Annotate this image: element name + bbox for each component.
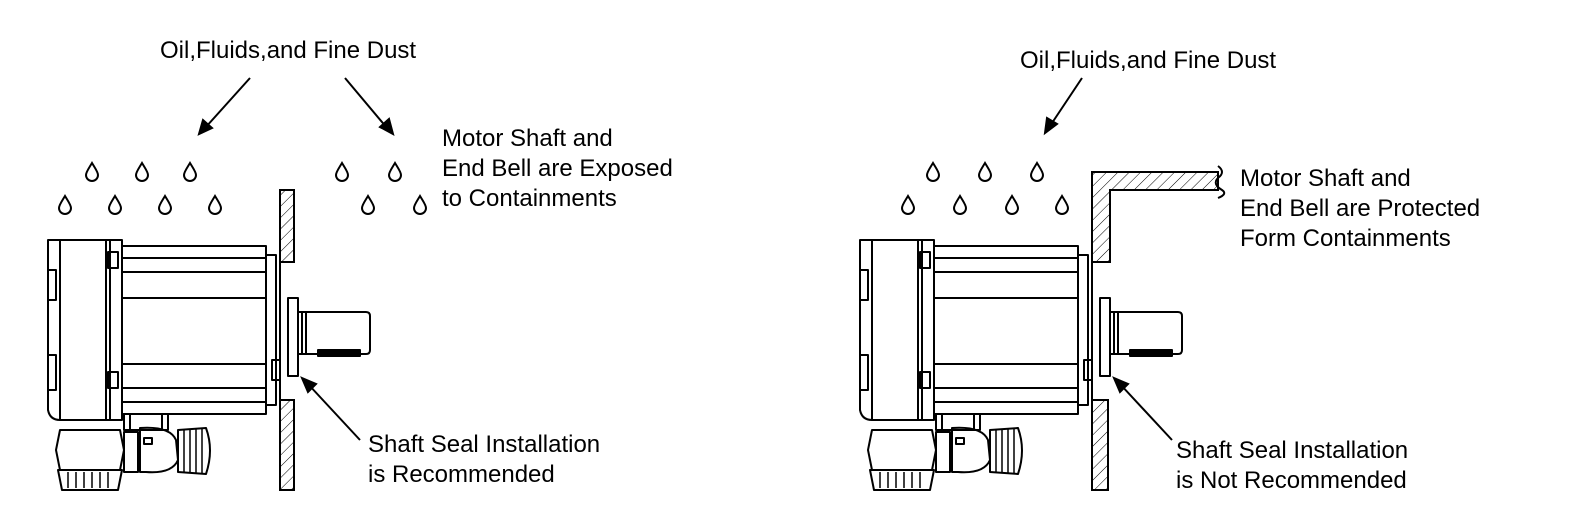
right-droplets [901, 162, 1069, 215]
left-seal-arrow [302, 378, 360, 440]
left-exposure-line-2: End Bell are Exposed [442, 155, 673, 182]
left-exposure-line-1: Motor Shaft and [442, 125, 613, 152]
right-motor [859, 239, 1183, 491]
right-seal-line-2: is Not Recommended [1176, 467, 1407, 494]
right-protective-cover [1092, 166, 1224, 490]
right-seal-arrow [1114, 378, 1172, 440]
left-exposure-line-3: to Containments [442, 185, 617, 212]
left-seal-line-1: Shaft Seal Installation [368, 431, 601, 458]
right-exposure-label: Motor Shaft and End Bell are Protected F… [1240, 164, 1480, 254]
left-motor [47, 239, 371, 491]
right-panel [859, 78, 1224, 491]
right-contaminant-label: Oil,Fluids,and Fine Dust [1020, 47, 1277, 74]
right-seal-label: Shaft Seal Installation is Not Recommend… [1176, 436, 1408, 496]
right-exposure-line-3: Form Containments [1240, 225, 1451, 252]
left-droplets [58, 162, 427, 215]
right-exposure-line-1: Motor Shaft and [1240, 165, 1411, 192]
left-seal-line-2: is Recommended [368, 461, 555, 488]
left-panel [47, 78, 427, 491]
left-seal-label: Shaft Seal Installation is Recommended [368, 430, 600, 490]
left-contaminant-label: Oil,Fluids,and Fine Dust [160, 37, 417, 64]
right-seal-line-1: Shaft Seal Installation [1176, 437, 1409, 464]
right-contaminant-arrows [1045, 78, 1082, 133]
right-exposure-line-2: End Bell are Protected [1240, 195, 1481, 222]
left-exposure-label: Motor Shaft and End Bell are Exposed to … [442, 124, 673, 214]
left-contaminant-arrows [199, 78, 393, 134]
